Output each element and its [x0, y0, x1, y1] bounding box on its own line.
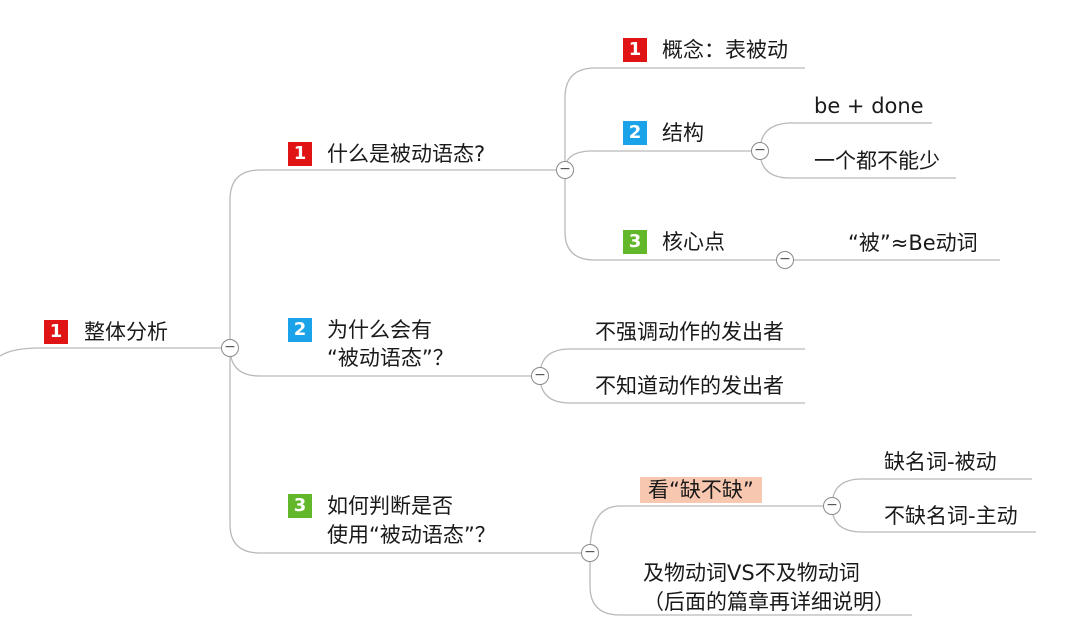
- collapse-toggle-branch2[interactable]: −: [531, 367, 549, 385]
- b1-child2-number-badge: 2: [623, 121, 647, 145]
- bei-be-verb-topic[interactable]: “被”≈Be动词: [848, 231, 978, 255]
- collapse-toggle-structure[interactable]: −: [751, 142, 769, 160]
- core-point-topic[interactable]: 核心点: [662, 230, 725, 254]
- concept-topic[interactable]: 概念：表被动: [662, 38, 788, 62]
- branch2-number-badge: 2: [288, 318, 312, 342]
- collapse-toggle-core-point[interactable]: −: [776, 251, 794, 269]
- check-missing-topic[interactable]: 看“缺不缺”: [640, 477, 762, 503]
- b1-child1-number-badge: 1: [623, 38, 647, 62]
- branch2-topic-line2[interactable]: “被动语态”？: [327, 346, 454, 370]
- branch1-number-badge: 1: [288, 142, 312, 166]
- collapse-toggle-root[interactable]: −: [221, 339, 239, 357]
- branch3-topic-line2[interactable]: 使用“被动语态”？: [327, 523, 496, 547]
- unknown-doer-topic[interactable]: 不知道动作的发出者: [595, 374, 784, 398]
- b1-child3-number-badge: 3: [623, 230, 647, 254]
- none-missing-topic[interactable]: 一个都不能少: [814, 149, 940, 173]
- structure-topic[interactable]: 结构: [662, 121, 704, 145]
- collapse-toggle-branch3[interactable]: −: [581, 544, 599, 562]
- collapse-toggle-check[interactable]: −: [823, 497, 841, 515]
- root-topic[interactable]: 整体分析: [84, 320, 168, 344]
- root-number-badge: 1: [44, 320, 68, 344]
- no-emphasis-doer-topic[interactable]: 不强调动作的发出者: [595, 320, 784, 344]
- branch3-number-badge: 3: [288, 494, 312, 518]
- branch2-topic-line1[interactable]: 为什么会有: [327, 318, 432, 342]
- transitive-verbs-topic-line1[interactable]: 及物动词VS不及物动词: [643, 561, 860, 585]
- collapse-toggle-branch1[interactable]: −: [556, 161, 574, 179]
- branch3-topic-line1[interactable]: 如何判断是否: [327, 494, 453, 518]
- branch1-topic[interactable]: 什么是被动语态?: [327, 142, 486, 166]
- no-missing-noun-active-topic[interactable]: 不缺名词-主动: [884, 504, 1018, 528]
- be-done-topic[interactable]: be + done: [814, 94, 924, 118]
- missing-noun-passive-topic[interactable]: 缺名词-被动: [884, 450, 997, 474]
- transitive-verbs-topic-line2[interactable]: （后面的篇章再详细说明）: [643, 590, 895, 614]
